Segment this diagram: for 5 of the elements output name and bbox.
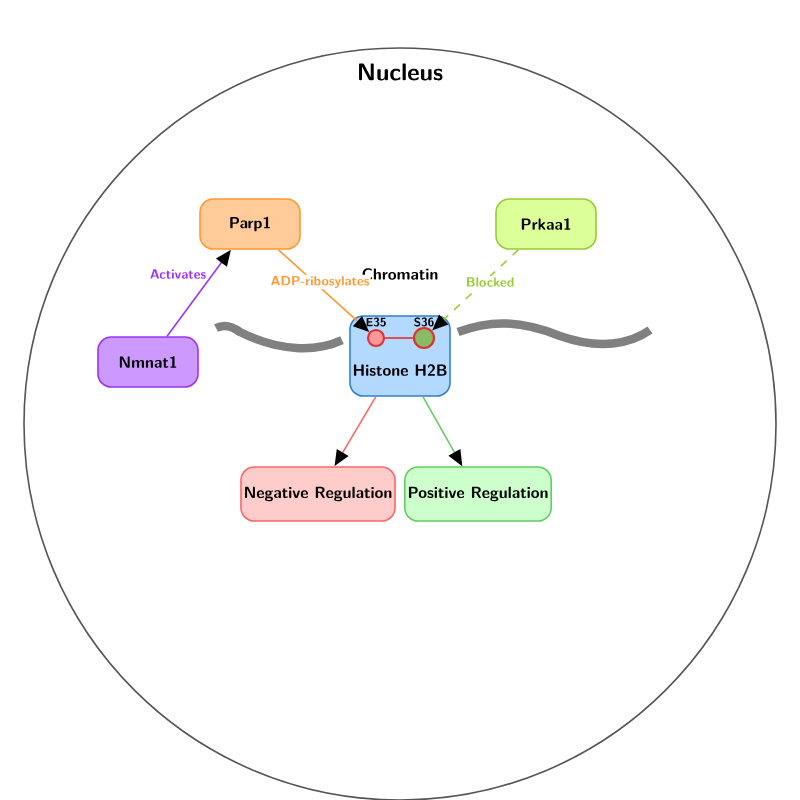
rounded-box: Positive Regulation (404, 466, 552, 522)
rounded-box: Negative Regulation (240, 466, 396, 522)
rounded-box: Prkaa1 (495, 198, 597, 250)
rounded-box: Nmnat1 (97, 336, 199, 388)
rounded-box: Parp1 (199, 198, 301, 250)
